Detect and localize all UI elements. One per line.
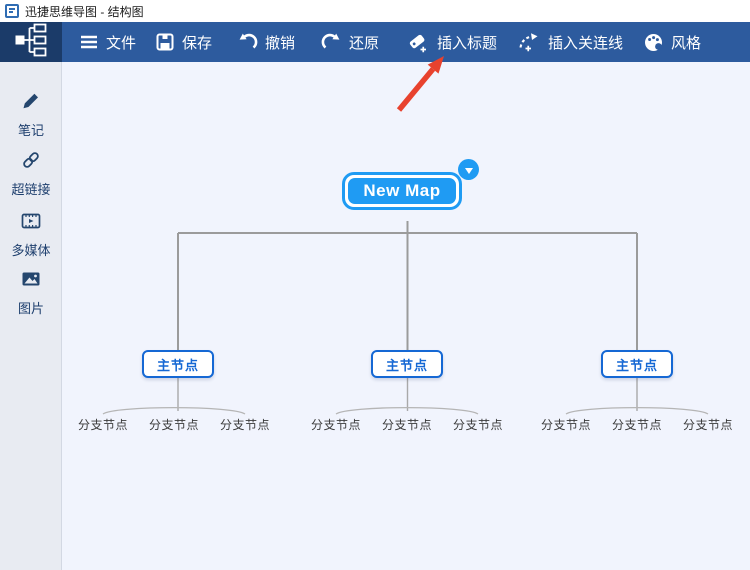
redo-icon xyxy=(321,32,342,53)
sidebar-item-image[interactable]: 图片 xyxy=(0,269,62,317)
toolbar-button-label: 文件 xyxy=(106,34,137,52)
toolbar-button-label: 还原 xyxy=(349,34,380,52)
title-bar: 迅捷思维导图 - 结构图 xyxy=(0,0,750,22)
main-node[interactable]: 主节点 xyxy=(142,350,214,378)
branch-node-label[interactable]: 分支节点 xyxy=(452,418,503,432)
branch-node-label[interactable]: 分支节点 xyxy=(682,418,733,432)
branch-node-label[interactable]: 分支节点 xyxy=(77,418,128,432)
sidebar-item-label: 多媒体 xyxy=(11,243,51,258)
menu-icon xyxy=(79,32,99,52)
toolbar-button-label: 插入关连线 xyxy=(548,34,624,52)
root-node-label: New Map xyxy=(348,178,456,204)
undo-icon xyxy=(237,32,258,53)
toolbar-button-label: 风格 xyxy=(671,34,702,52)
mindmap-logo-icon xyxy=(14,23,48,62)
toolbar-button-label: 撤销 xyxy=(265,34,296,52)
collapse-badge[interactable] xyxy=(458,159,479,180)
palette-icon xyxy=(643,32,664,53)
sidebar-item-hyperlink[interactable]: 超链接 xyxy=(0,150,62,198)
sidebar-item-label: 超链接 xyxy=(11,182,51,197)
mindmap-canvas[interactable] xyxy=(63,62,750,570)
window-title: 迅捷思维导图 - 结构图 xyxy=(25,4,144,19)
toolbar-button-undo[interactable]: 撤销 xyxy=(233,22,299,62)
link-icon xyxy=(21,150,41,170)
toolbar-button-insert-title[interactable]: 插入标题 xyxy=(403,22,501,62)
branch-node-label[interactable]: 分支节点 xyxy=(148,418,199,432)
toolbar-button-redo[interactable]: 还原 xyxy=(317,22,383,62)
branch-node-label[interactable]: 分支节点 xyxy=(540,418,591,432)
sidebar-item-multimedia[interactable]: 多媒体 xyxy=(0,211,62,259)
app-logo-block[interactable] xyxy=(0,22,62,62)
sidebar-item-notes[interactable]: 笔记 xyxy=(0,91,62,139)
left-sidebar: 笔记 超链接 多媒体 xyxy=(0,62,62,570)
branch-node-label[interactable]: 分支节点 xyxy=(310,418,361,432)
toolbar-button-save[interactable]: 保存 xyxy=(151,22,216,62)
pencil-icon xyxy=(21,91,41,111)
main-node[interactable]: 主节点 xyxy=(371,350,443,378)
toolbar-button-insert-connector[interactable]: 插入关连线 xyxy=(514,22,627,62)
connector-plus-icon xyxy=(518,32,541,53)
tag-plus-icon xyxy=(407,32,430,53)
sidebar-item-label: 笔记 xyxy=(17,123,44,138)
root-node[interactable]: New Map xyxy=(342,172,462,210)
branch-node-label[interactable]: 分支节点 xyxy=(611,418,662,432)
image-icon xyxy=(21,269,41,289)
branch-node-label[interactable]: 分支节点 xyxy=(381,418,432,432)
toolbar-button-file[interactable]: 文件 xyxy=(75,22,140,62)
main-node[interactable]: 主节点 xyxy=(601,350,673,378)
media-icon xyxy=(21,211,41,231)
toolbar-button-label: 插入标题 xyxy=(437,34,498,52)
branch-node-label[interactable]: 分支节点 xyxy=(219,418,270,432)
app-logo-icon xyxy=(5,4,19,18)
toolbar-button-style[interactable]: 风格 xyxy=(639,22,705,62)
sidebar-item-label: 图片 xyxy=(17,301,44,316)
save-icon xyxy=(155,32,175,52)
toolbar-button-label: 保存 xyxy=(182,34,213,52)
main-toolbar xyxy=(0,22,750,62)
chevron-down-icon xyxy=(464,167,473,174)
